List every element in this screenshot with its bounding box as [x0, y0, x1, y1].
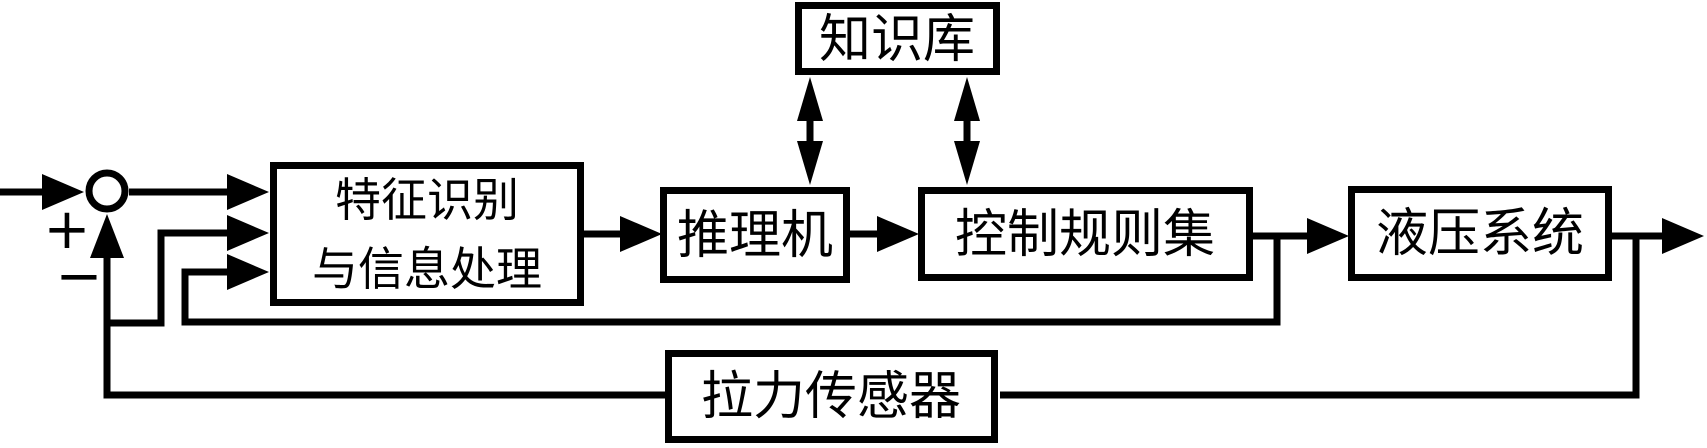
hydraulic-system-label: 液压系统 — [1376, 206, 1584, 263]
minus-sign: − — [56, 244, 103, 309]
sensor-feedback-arrowhead-icon — [90, 214, 124, 258]
knowledge-base-node: 知识库 — [795, 2, 1000, 75]
feature-to-inference-arrowhead-icon — [620, 216, 662, 252]
feature-block-box — [270, 162, 584, 306]
control-rule-set-label: 控制规则集 — [955, 207, 1215, 264]
inference-engine-box — [660, 187, 850, 283]
plus-sign: + — [44, 197, 91, 262]
inference-engine-node: 推理机 — [660, 187, 850, 283]
input-arrowhead-icon — [42, 174, 84, 210]
tension-sensor-box — [665, 350, 998, 443]
control-to-hydraulic-arrowhead-icon — [1307, 218, 1349, 254]
tension-sensor-label: 拉力传感器 — [701, 369, 961, 426]
sensor-to-feature-arrowhead-icon — [227, 215, 269, 251]
summing-junction — [85, 169, 129, 213]
hydraulic-system-box — [1348, 186, 1612, 281]
control-rule-set-node: 控制规则集 — [918, 187, 1253, 281]
control-rule-set-box — [918, 187, 1253, 281]
hydraulic-system-node: 液压系统 — [1348, 186, 1612, 281]
kb-inference-up-arrowhead-icon — [797, 77, 823, 121]
feature-block-node: 特征识别 与信息处理 — [270, 162, 584, 306]
hydraulic-to-sensor-wire — [1000, 236, 1640, 399]
control-to-feature-arrowhead-icon — [227, 254, 269, 290]
output-arrowhead-icon — [1662, 218, 1704, 254]
tension-sensor-node: 拉力传感器 — [665, 350, 998, 443]
kb-inference-down-arrowhead-icon — [797, 141, 823, 185]
feature-block-label-line2: 与信息处理 — [312, 244, 542, 295]
inference-to-control-arrowhead-icon — [877, 216, 919, 252]
feature-block-label-line1: 特征识别 — [335, 175, 519, 226]
kb-control-down-arrowhead-icon — [954, 141, 980, 185]
kb-control-up-arrowhead-icon — [954, 77, 980, 121]
knowledge-base-box — [795, 2, 1000, 75]
inference-engine-label: 推理机 — [677, 208, 833, 265]
knowledge-base-label: 知识库 — [819, 12, 975, 69]
sensor-to-feature-wire — [104, 229, 229, 327]
error-arrowhead-icon — [227, 174, 269, 210]
sensor-feedback-wire — [103, 256, 668, 399]
control-to-feature-wire — [181, 236, 1281, 326]
